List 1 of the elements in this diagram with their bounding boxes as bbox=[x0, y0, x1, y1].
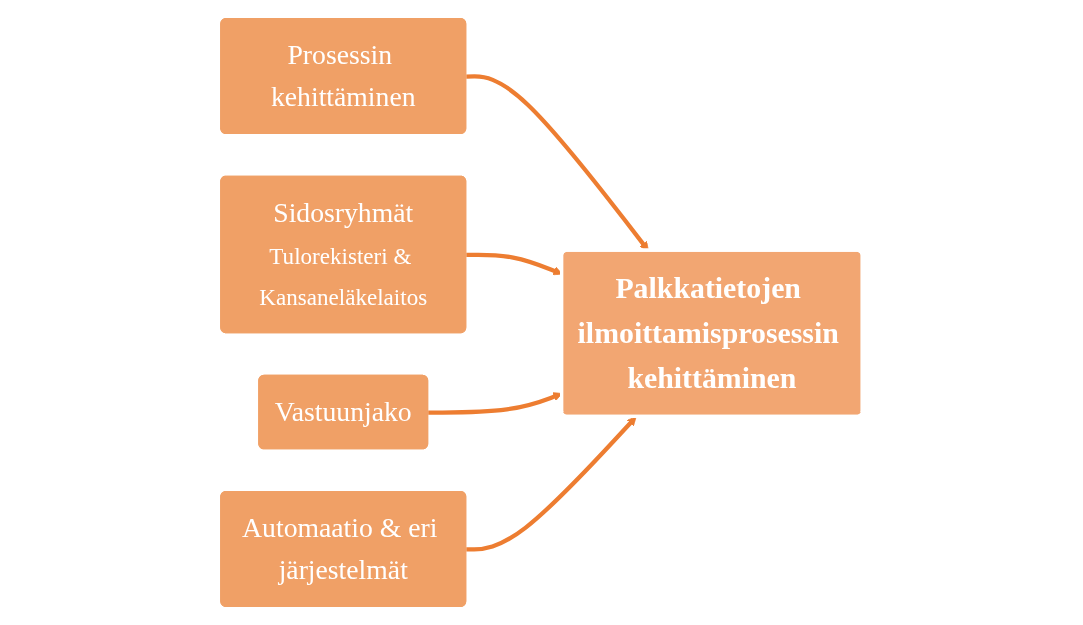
arrow bbox=[466, 416, 637, 552]
